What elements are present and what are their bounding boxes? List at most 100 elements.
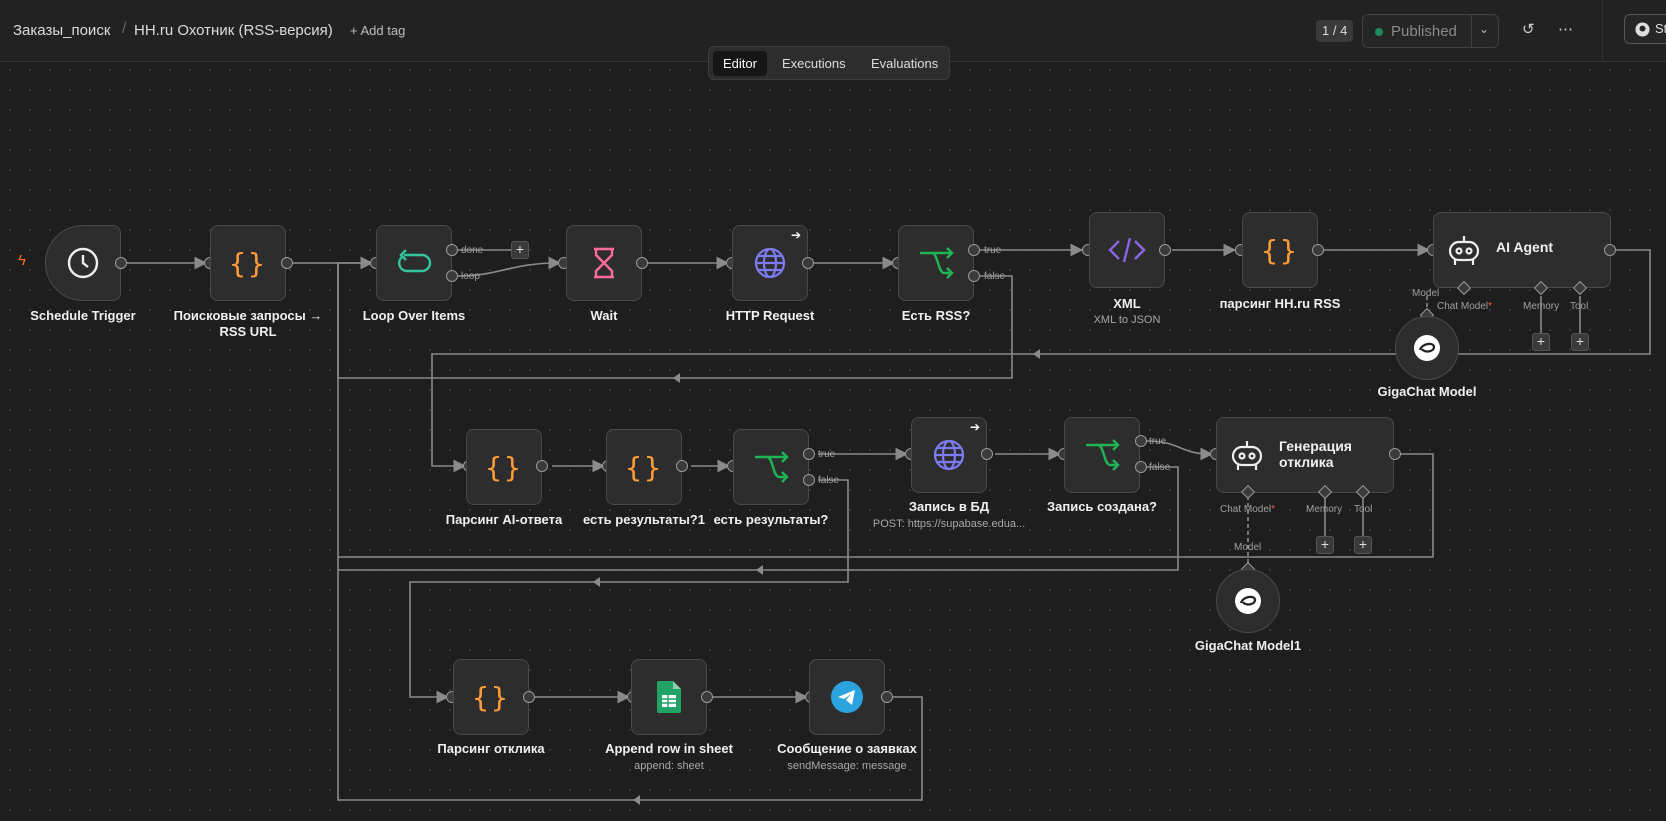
output-port[interactable] <box>881 691 893 703</box>
output-port[interactable] <box>981 448 993 460</box>
node-parse-reply[interactable]: {} <box>453 659 529 735</box>
node-wait[interactable] <box>566 225 642 301</box>
node-label: GigaChat Model <box>1377 384 1477 399</box>
port-label: false <box>818 475 840 486</box>
port-label: Chat Model* <box>1437 301 1493 312</box>
tab-evaluations[interactable]: Evaluations <box>871 56 939 71</box>
code-braces-icon: {} <box>472 680 510 714</box>
clock-icon <box>67 247 99 279</box>
output-port[interactable] <box>536 460 548 472</box>
history-icon[interactable]: ↺ <box>1522 21 1535 38</box>
output-port[interactable] <box>115 257 127 269</box>
view-tabs: Editor Executions Evaluations <box>708 46 950 80</box>
output-port[interactable] <box>1312 244 1324 256</box>
loop-icon <box>398 249 432 273</box>
node-has-results[interactable] <box>733 429 809 505</box>
output-port-false[interactable] <box>1135 461 1147 473</box>
output-port-true[interactable] <box>1135 435 1147 447</box>
node-db-write[interactable]: ➔ <box>911 417 987 493</box>
port-label: false <box>984 271 1006 282</box>
output-port[interactable] <box>701 691 713 703</box>
add-tag-button[interactable]: + Add tag <box>350 23 406 38</box>
node-telegram[interactable] <box>809 659 885 735</box>
node-label: XML <box>1113 296 1141 311</box>
node-append-row[interactable] <box>631 659 707 735</box>
more-options-icon[interactable]: ⋯ <box>1558 21 1574 38</box>
code-braces-icon: {} <box>485 450 523 484</box>
output-port[interactable] <box>523 691 535 703</box>
node-parse-ai[interactable]: {} <box>466 429 542 505</box>
output-port-loop[interactable] <box>446 270 458 282</box>
node-created[interactable] <box>1064 417 1140 493</box>
github-icon <box>1635 22 1650 37</box>
node-label: Сообщение о заявках <box>777 741 917 756</box>
add-node-button[interactable]: + <box>511 241 529 259</box>
node-gigachat-model1[interactable] <box>1216 569 1280 633</box>
tab-executions[interactable]: Executions <box>782 56 846 71</box>
node-if-rss[interactable] <box>898 225 974 301</box>
arrow-right-icon: ➔ <box>969 420 980 434</box>
node-http-request[interactable]: ➔ <box>732 225 808 301</box>
code-braces-icon: {} <box>625 450 663 484</box>
telegram-icon <box>831 681 863 713</box>
published-button[interactable]: Published <box>1391 23 1457 40</box>
add-memory-button[interactable]: + <box>1532 333 1550 351</box>
node-ai-agent[interactable]: AI Agent <box>1433 212 1611 288</box>
node-label: Поисковые запросы → <box>173 308 323 323</box>
workflow-title[interactable]: HH.ru Охотник (RSS-версия) <box>134 22 333 39</box>
node-label: Append row in sheet <box>605 741 733 756</box>
output-port[interactable] <box>802 257 814 269</box>
node-gigachat-model[interactable] <box>1395 316 1459 380</box>
node-schedule-trigger[interactable] <box>45 225 121 301</box>
if-branch-icon <box>755 451 789 483</box>
output-port-true[interactable] <box>968 244 980 256</box>
node-search-queries[interactable]: {} <box>210 225 286 301</box>
output-port[interactable] <box>636 257 648 269</box>
port-label: true <box>1149 436 1167 447</box>
port-label: true <box>818 449 836 460</box>
node-label: Есть RSS? <box>901 308 971 323</box>
port-label: true <box>984 245 1002 256</box>
node-loop-over-items[interactable] <box>376 225 452 301</box>
output-port[interactable] <box>1604 244 1616 256</box>
divider <box>1471 15 1472 47</box>
output-port-done[interactable] <box>446 244 458 256</box>
node-label: Wait <box>590 308 618 323</box>
output-port[interactable] <box>1159 244 1171 256</box>
node-label: Парсинг AI-ответа <box>445 512 563 527</box>
add-memory-button[interactable]: + <box>1316 536 1334 554</box>
node-has-results1[interactable]: {} <box>606 429 682 505</box>
publish-button-group: Published ⌄ <box>1362 14 1499 48</box>
divider <box>1602 0 1603 62</box>
gigachat-icon <box>1235 588 1261 614</box>
port-label: Model <box>1234 542 1262 553</box>
output-port-false[interactable] <box>968 270 980 282</box>
node-xml[interactable] <box>1089 212 1165 288</box>
port-label: Chat Model* <box>1220 504 1276 515</box>
node-label: Schedule Trigger <box>30 308 136 323</box>
breadcrumb-separator: / <box>122 20 127 37</box>
published-status-dot <box>1375 28 1383 36</box>
port-label: done <box>461 245 484 256</box>
if-branch-icon <box>920 247 954 279</box>
globe-icon <box>933 439 965 471</box>
code-braces-icon: {} <box>1261 233 1299 267</box>
node-label: Loop Over Items <box>362 308 466 323</box>
tab-editor[interactable]: Editor <box>713 51 767 76</box>
output-port-false[interactable] <box>803 474 815 486</box>
output-port[interactable] <box>281 257 293 269</box>
add-tool-button[interactable]: + <box>1571 333 1589 351</box>
node-parse-rss[interactable]: {} <box>1242 212 1318 288</box>
breadcrumb-folder[interactable]: Заказы_поиск <box>13 22 111 39</box>
node-label: Запись в БД <box>908 499 990 514</box>
node-label: Запись создана? <box>1046 499 1158 514</box>
github-star-button[interactable]: Sta <box>1624 14 1666 44</box>
output-port[interactable] <box>1389 448 1401 460</box>
version-badge[interactable]: 1 / 4 <box>1316 20 1354 42</box>
output-port-true[interactable] <box>803 448 815 460</box>
add-tool-button[interactable]: + <box>1354 536 1372 554</box>
google-sheets-icon <box>657 681 681 713</box>
output-port[interactable] <box>676 460 688 472</box>
chevron-down-icon[interactable]: ⌄ <box>1479 22 1490 36</box>
